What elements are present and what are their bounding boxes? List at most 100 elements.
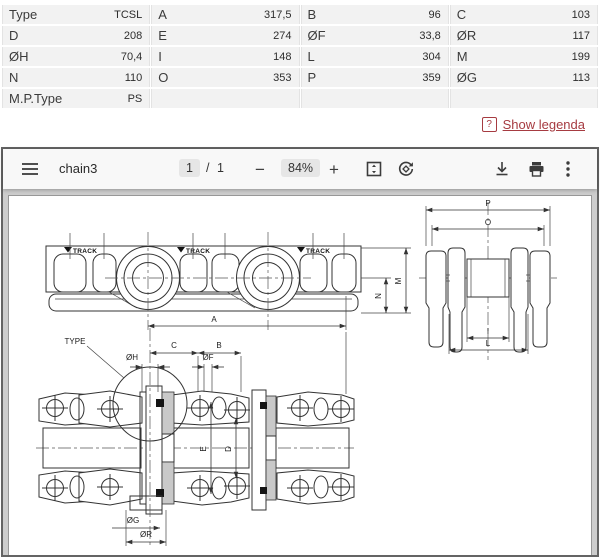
dimension-label-c: C — [171, 341, 177, 350]
dimension-label-or: ØR — [140, 530, 152, 539]
spec-cell: Type TCSL — [2, 5, 151, 24]
more-options-button[interactable] — [555, 156, 581, 182]
spec-label: P — [307, 70, 317, 85]
spec-value: 148 — [273, 50, 292, 63]
track-logo-text: TRACK — [186, 248, 210, 255]
spec-value: 117 — [572, 29, 590, 42]
spec-label: D — [9, 28, 19, 43]
pdf-canvas-area: TRACK TRACK TRACK — [3, 189, 597, 555]
track-logo-text: TRACK — [306, 248, 330, 255]
dimension-label-b: B — [216, 341, 221, 350]
spec-cell: N 110 — [2, 68, 151, 87]
track-logo-mark — [64, 247, 72, 253]
spec-cell: I 148 — [151, 47, 300, 66]
spec-cell: P 359 — [300, 68, 449, 87]
spec-value: 208 — [123, 29, 143, 42]
spec-label: ØR — [456, 28, 477, 43]
fit-page-icon — [366, 161, 382, 177]
spec-cell — [449, 89, 598, 108]
spec-cell — [151, 89, 300, 108]
document-title: chain3 — [59, 161, 98, 176]
dimension-label-l: L — [486, 339, 491, 348]
spec-label: L — [307, 49, 315, 64]
spec-label: M — [456, 49, 468, 64]
spec-label: ØF — [307, 28, 326, 43]
pin-assembly — [251, 389, 277, 511]
fit-page-button[interactable] — [361, 156, 387, 182]
track-logo-text: TRACK — [73, 248, 97, 255]
pdf-page: TRACK TRACK TRACK — [8, 195, 592, 555]
legenda-help-icon: ? — [481, 117, 497, 132]
spec-cell — [300, 89, 449, 108]
spec-label: Type — [9, 7, 38, 22]
spec-value: 359 — [422, 71, 441, 84]
track-logo: TRACK — [297, 247, 330, 255]
plan-view-drawing: TYPE C B ØH — [36, 328, 355, 548]
spec-cell: C 103 — [449, 5, 598, 24]
dimension-label-d: D — [224, 446, 233, 452]
download-button[interactable] — [489, 156, 515, 182]
spec-value: 103 — [571, 8, 590, 21]
download-icon — [496, 162, 508, 176]
spec-value: PS — [127, 92, 143, 105]
spec-label: N — [9, 70, 19, 85]
spec-label: M.P.Type — [9, 91, 63, 106]
pdf-viewer: chain3 1 / 1 − 84% + — [1, 147, 599, 557]
plus-icon: + — [329, 159, 339, 179]
show-legenda-link[interactable]: ? Show legenda — [481, 117, 585, 132]
dimension-label-of: ØF — [202, 353, 213, 362]
end-view-drawing: P O — [419, 199, 557, 360]
zoom-out-button[interactable]: − — [247, 156, 273, 182]
dimension-label-m: M — [394, 277, 403, 284]
spec-cell: D 208 — [2, 26, 151, 45]
spec-value: 110 — [124, 71, 143, 84]
spec-value: 274 — [273, 29, 292, 42]
type-label: TYPE — [65, 337, 86, 346]
spec-value: 96 — [428, 8, 441, 21]
page-number-input[interactable]: 1 — [179, 159, 200, 177]
spec-cell: M.P.Type PS — [2, 89, 151, 108]
dimension-label-oh: ØH — [126, 353, 138, 362]
spec-cell: O 353 — [151, 68, 300, 87]
hamburger-icon — [22, 163, 38, 175]
page-total: 1 — [217, 161, 224, 175]
dimension-label-og: ØG — [127, 516, 139, 525]
spec-label: ØH — [9, 49, 29, 64]
rotate-button[interactable] — [393, 156, 419, 182]
page-separator: / — [206, 161, 210, 175]
zoom-in-button[interactable]: + — [321, 156, 347, 182]
legenda-link-label: Show legenda — [502, 117, 585, 132]
dimension-label-e: E — [199, 446, 208, 451]
track-logo-mark — [297, 247, 305, 253]
spec-value: TCSL — [114, 8, 143, 21]
dimension-label-p: P — [485, 199, 490, 208]
spec-value: 353 — [273, 71, 292, 84]
spec-value: 113 — [572, 71, 590, 84]
track-logo: TRACK — [177, 247, 210, 255]
rotate-icon — [398, 161, 414, 176]
track-logo-mark — [177, 247, 185, 253]
spec-value: 317,5 — [263, 8, 292, 21]
print-button[interactable] — [523, 156, 549, 182]
zoom-level[interactable]: 84% — [281, 159, 321, 177]
print-icon — [529, 162, 543, 177]
spec-label: O — [158, 70, 169, 85]
dimension-label-i: I — [487, 327, 489, 336]
side-view-drawing: TRACK TRACK TRACK — [45, 232, 411, 330]
spec-label: A — [158, 7, 167, 22]
kebab-menu-icon — [566, 161, 570, 177]
spec-cell: ØR 117 — [449, 26, 598, 45]
spec-label: C — [456, 7, 467, 22]
spec-label: I — [158, 49, 162, 64]
pdf-toolbar: chain3 1 / 1 − 84% + — [3, 149, 597, 189]
menu-button[interactable] — [17, 156, 43, 182]
